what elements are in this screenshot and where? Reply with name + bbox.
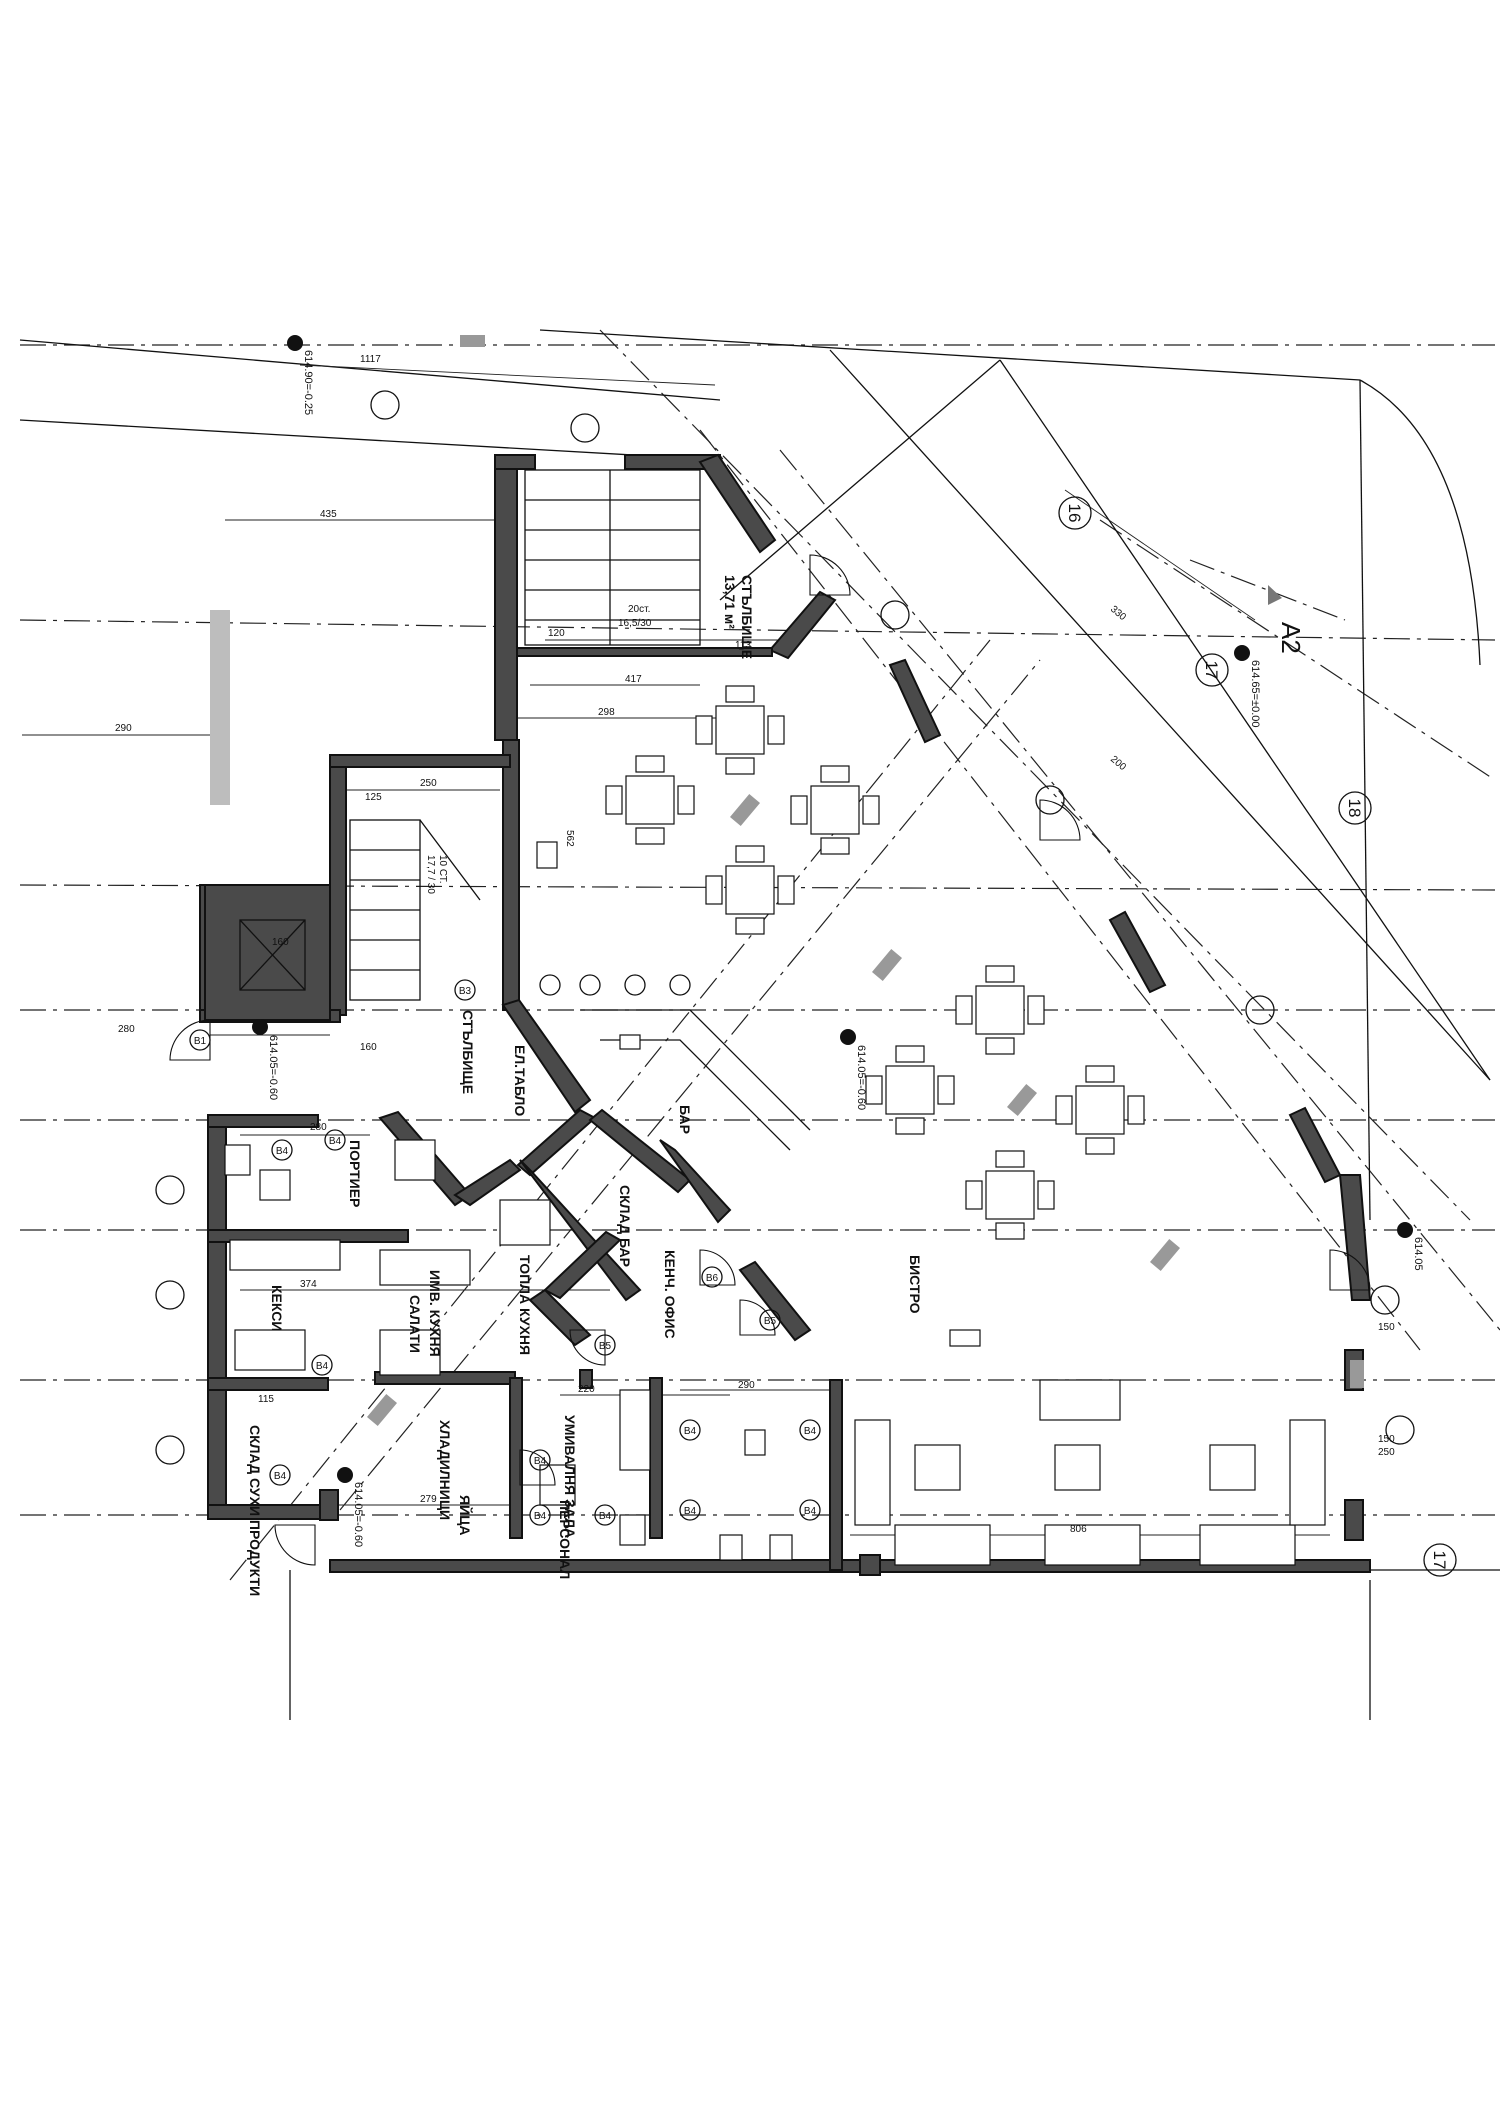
door-tag: B6	[706, 1273, 719, 1284]
door-tag: B4	[684, 1506, 697, 1517]
stairs-left	[349, 819, 481, 1001]
level-right-top: 614.65=±0.00	[1249, 660, 1261, 728]
door-tag: B4	[804, 1506, 817, 1517]
door-tag: B4	[274, 1471, 287, 1482]
label-stairs-top: СТЪЛБИЩЕ	[739, 575, 755, 659]
door-tag: B5	[599, 1341, 612, 1352]
dim-562: 562	[564, 830, 575, 847]
dim-806: 806	[1070, 1524, 1087, 1535]
label-stairs-left: СТЪЛБИЩЕ	[460, 1010, 476, 1094]
axis-label-16: 16	[1065, 504, 1084, 523]
dining-tables	[605, 685, 1145, 1240]
walls	[199, 453, 1372, 1576]
elevator	[204, 884, 331, 1021]
door-tag: B4	[534, 1456, 547, 1467]
label-salads: САЛАТИ	[407, 1295, 423, 1353]
dim-374: 374	[300, 1279, 317, 1290]
section-arrow	[1268, 585, 1282, 605]
dim-435: 435	[320, 509, 337, 520]
dim-160b: 160	[360, 1042, 377, 1053]
kitchen-fixtures	[224, 1139, 793, 1561]
dim-200: 200	[1108, 754, 1128, 773]
lounge-seating	[854, 1379, 1326, 1566]
label-bistro: БИСТРО	[907, 1255, 923, 1314]
room-labels: СТЪЛБИЩЕ 13,71 м² 20ст. 16,5/30 10 СТ. 1…	[247, 575, 923, 1596]
label-stair-steps-left: 10 СТ.	[437, 855, 448, 884]
level-right-edge: 614.05	[1412, 1237, 1424, 1271]
dim-290b: 290	[738, 1380, 755, 1391]
dim-250b: 250	[1378, 1447, 1395, 1458]
label-electrical-panel: ЕЛ.ТАБЛО	[512, 1045, 528, 1116]
door-tag: B4	[684, 1426, 697, 1437]
dim-150: 150	[1378, 1322, 1395, 1333]
dim-1117: 1117	[360, 354, 381, 365]
door-tag: B4	[534, 1511, 547, 1522]
door-tags: B1 B3 B4 B4 B4 B4 B4 B4 B4 B4 B4 B4 B4 B…	[189, 979, 821, 1526]
axis-label-17: 17	[1202, 661, 1221, 680]
label-dry-products: СКЛАД СУХИ ПРОДУКТИ	[247, 1425, 263, 1596]
label-staff: ПЕРСОНАЛ	[557, 1500, 573, 1579]
door-tag: B3	[459, 986, 472, 997]
door-tag: B4	[599, 1511, 612, 1522]
door-tag: B1	[194, 1036, 207, 1047]
dimension-lines	[22, 364, 1330, 1536]
label-stairs-top-area: 13,71 м²	[722, 575, 738, 629]
axis-label-18: 18	[1345, 799, 1364, 818]
axis-label-17b: 17	[1430, 1551, 1449, 1570]
level-center: 614.05=-0.60	[855, 1045, 867, 1110]
door-tag: B5	[764, 1316, 777, 1327]
label-stair-steps-size: 16,5/30	[618, 618, 652, 629]
label-stair-steps-left-size: 17,7 / 30	[425, 855, 436, 894]
door-tag: B4	[276, 1146, 289, 1157]
dim-115: 115	[258, 1394, 274, 1405]
grid-axis-bubbles	[155, 390, 1457, 1577]
label-hot-kitchen: ТОПЛА КУХНЯ	[517, 1255, 533, 1355]
stairs-top	[524, 469, 701, 646]
label-bar-storage: СКЛАД БАР	[617, 1185, 633, 1267]
door-tag: B4	[316, 1361, 329, 1372]
level-top-left: 614.90=-0.25	[302, 350, 314, 415]
label-bar: БАР	[677, 1105, 693, 1134]
dim-280b: 280	[310, 1122, 327, 1133]
dim-113: 113	[735, 640, 751, 651]
dim-280: 280	[118, 1024, 135, 1035]
section-marker-a2: A2	[1276, 622, 1306, 654]
dim-279: 279	[420, 1494, 437, 1505]
label-office: КЕНЧ. ОФИС	[662, 1250, 678, 1339]
level-markers	[252, 335, 1413, 1483]
dim-298: 298	[598, 707, 615, 718]
hatch-patterns	[366, 335, 1364, 1426]
label-stair-steps-top: 20ст.	[628, 604, 650, 615]
label-eggs: ЯЙЦА	[457, 1495, 474, 1535]
dim-125: 125	[365, 792, 382, 803]
label-cold-kitchen: ИМВ. КУХНЯ	[427, 1270, 443, 1357]
label-refrigerators: ХЛАДИЛНИЦИ	[437, 1420, 453, 1520]
door-tag: B4	[804, 1426, 817, 1437]
dim-150b: 150	[1378, 1434, 1395, 1445]
wall-section-marker	[210, 610, 230, 805]
dim-250: 250	[420, 778, 437, 789]
dim-417: 417	[625, 674, 642, 685]
dim-290: 290	[115, 723, 132, 734]
dim-120: 120	[548, 628, 565, 639]
dim-330: 330	[1108, 604, 1128, 623]
dim-220: 220	[578, 1384, 595, 1395]
dim-160: 160	[272, 937, 289, 948]
bar-counter	[536, 841, 981, 1347]
door-swings	[169, 554, 1371, 1566]
level-bottom-left: 614.05=-0.60	[352, 1482, 364, 1547]
label-cakes: КЕКСИ	[269, 1285, 285, 1331]
label-washing-room: УМИВАЛНЯ ЗАЛА	[562, 1415, 578, 1538]
label-concierge: ПОРТИЕР	[347, 1140, 363, 1207]
door-tag: B4	[329, 1136, 342, 1147]
level-left-stair: 614.05=-0.60	[267, 1035, 279, 1100]
